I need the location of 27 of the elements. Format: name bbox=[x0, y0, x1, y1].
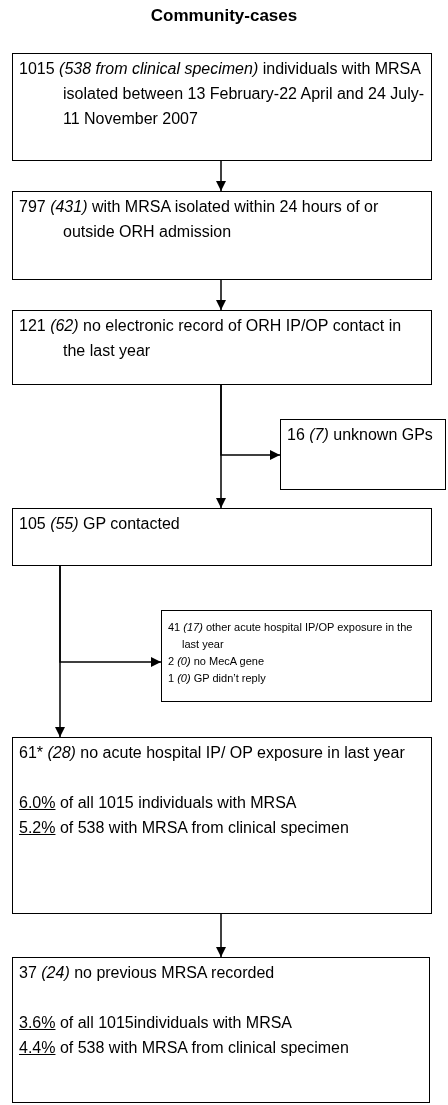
arrow bbox=[216, 913, 226, 958]
node-text: 2 (0) no MecA gene bbox=[168, 654, 266, 669]
node-text: 1 (0) GP didn’t reply bbox=[168, 671, 267, 686]
diagram-title: Community-cases bbox=[149, 5, 299, 27]
process-box bbox=[12, 191, 432, 280]
process-box bbox=[12, 957, 430, 1103]
process-box bbox=[12, 53, 432, 161]
process-box bbox=[12, 310, 432, 385]
node-text: 5.2% of 538 with MRSA from clinical specimen bbox=[19, 818, 350, 838]
node-text: 6.0% of all 1015 individuals with MRSA bbox=[19, 793, 298, 813]
node-text: 37 (24) no previous MRSA recorded bbox=[19, 963, 276, 983]
process-box bbox=[12, 508, 432, 566]
node-text: 16 (7) unknown GPs bbox=[287, 425, 434, 445]
node-text: 121 (62) no electronic record of ORH IP/OP contact in the last year bbox=[19, 316, 403, 361]
node-text: 4.4% of 538 with MRSA from clinical specimen bbox=[19, 1038, 350, 1058]
node-text: 61* (28) no acute hospital IP/ OP exposure in last year bbox=[19, 743, 406, 763]
process-box bbox=[280, 419, 446, 490]
node-text: 1015 (538 from clinical specimen) individuals with MRSA isolated between 13 February-22 April and 24 July-11 November 2007 bbox=[19, 59, 425, 129]
arrow bbox=[59, 565, 162, 667]
arrow bbox=[220, 384, 281, 460]
arrow bbox=[216, 279, 226, 311]
process-box bbox=[12, 737, 432, 914]
arrow bbox=[216, 160, 226, 192]
node-text: 105 (55) GP contacted bbox=[19, 514, 181, 534]
node-text: 3.6% of all 1015individuals with MRSA bbox=[19, 1013, 294, 1033]
process-box bbox=[161, 610, 432, 702]
node-text: 797 (431) with MRSA isolated within 24 hours of or outside ORH admission bbox=[19, 197, 380, 242]
